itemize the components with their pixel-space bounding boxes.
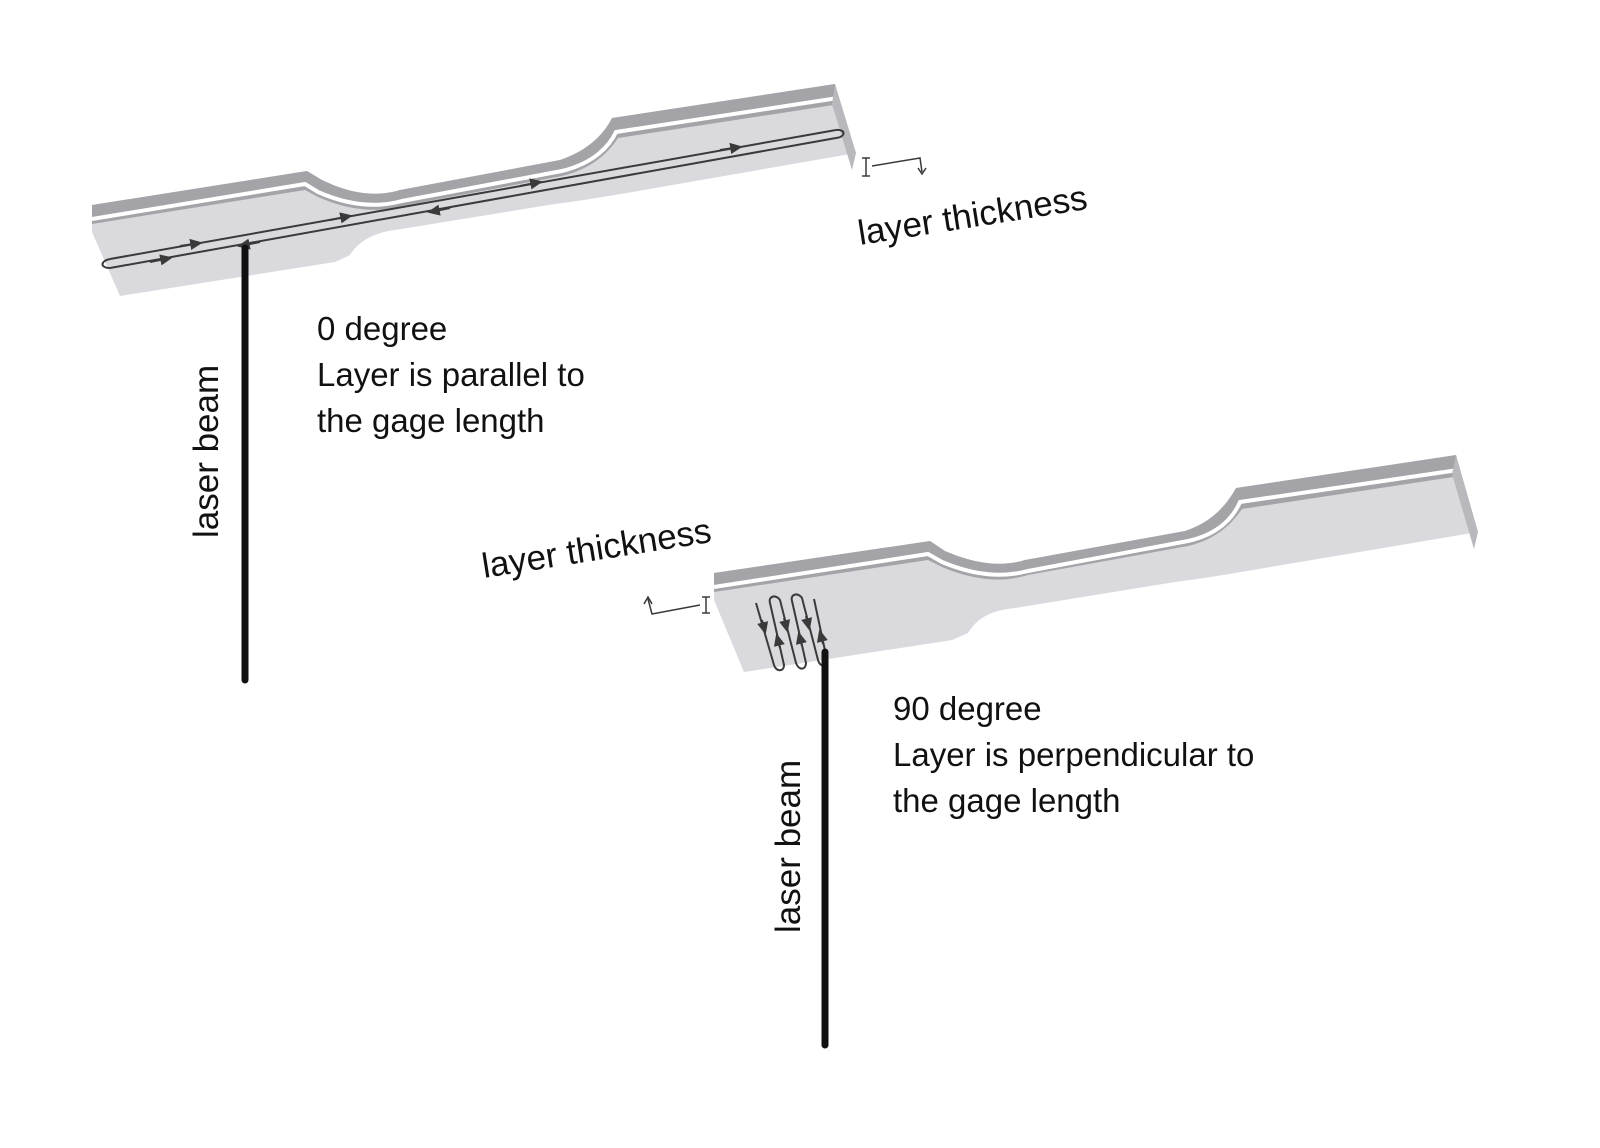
- scan-path-top: [101, 128, 845, 269]
- specimen-top-layer-line: [91, 96, 839, 221]
- caption-bottom-line3: the gage length: [893, 782, 1121, 819]
- layer-thickness-label-bottom: layer thickness: [479, 511, 714, 586]
- laser-beam-label-bottom: laser beam: [769, 760, 808, 933]
- specimen-bottom-surface: [714, 455, 1478, 672]
- specimen-bottom-layer-line: [713, 468, 1459, 589]
- caption-top-line3: the gage length: [317, 402, 545, 439]
- layer-thickness-indicator-bottom: [643, 595, 710, 615]
- caption-bottom-line1: 90 degree: [893, 690, 1042, 727]
- specimen-top-end-face: [832, 84, 856, 170]
- layer-thickness-indicator-top: [862, 157, 927, 177]
- layer-thickness-label-top: layer thickness: [855, 178, 1090, 253]
- specimen-bottom-end-face: [1452, 455, 1478, 549]
- caption-bottom: 90 degree Layer is perpendicular to the …: [893, 690, 1254, 819]
- scan-path-bottom: [755, 593, 829, 672]
- laser-beam-label-top: laser beam: [187, 365, 226, 538]
- caption-bottom-line2: Layer is perpendicular to: [893, 736, 1254, 773]
- caption-top: 0 degree Layer is parallel to the gage l…: [317, 310, 585, 439]
- specimen-top: [91, 84, 927, 684]
- specimen-bottom: [643, 455, 1478, 1049]
- caption-top-line1: 0 degree: [317, 310, 447, 347]
- caption-top-line2: Layer is parallel to: [317, 356, 585, 393]
